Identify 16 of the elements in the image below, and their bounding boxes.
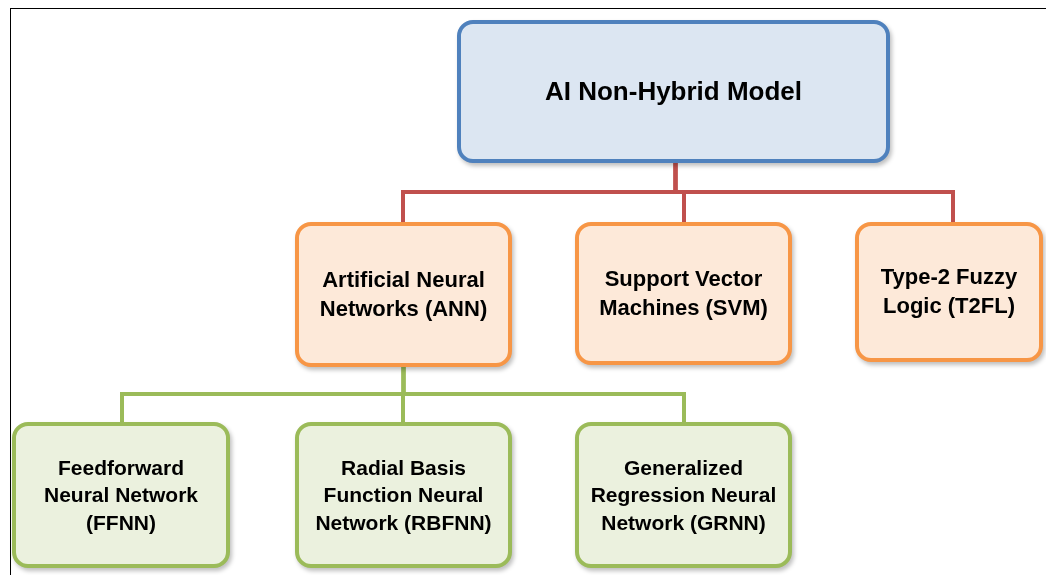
node-label: Type-2 Fuzzy Logic (T2FL) <box>879 263 1019 320</box>
node-label: Feedforward Neural Network (FFNN) <box>42 455 199 536</box>
node-label: Artificial Neural Networks (ANN) <box>318 265 489 323</box>
node-label: AI Non-Hybrid Model <box>544 74 803 108</box>
connector-line <box>401 367 686 422</box>
node-label: Generalized Regression Neural Network (GRNN) <box>589 455 778 536</box>
subcategory-box <box>12 422 230 568</box>
category-box <box>295 222 512 367</box>
subcategory-box <box>295 422 512 568</box>
node-label: Support Vector Machines (SVM) <box>598 264 769 322</box>
root-box <box>457 20 890 163</box>
node-label: Radial Basis Function Neural Network (RBFNN) <box>314 455 493 536</box>
subcategory-box <box>575 422 792 568</box>
category-box <box>575 222 792 365</box>
connector-line <box>673 163 955 222</box>
category-box <box>855 222 1043 362</box>
